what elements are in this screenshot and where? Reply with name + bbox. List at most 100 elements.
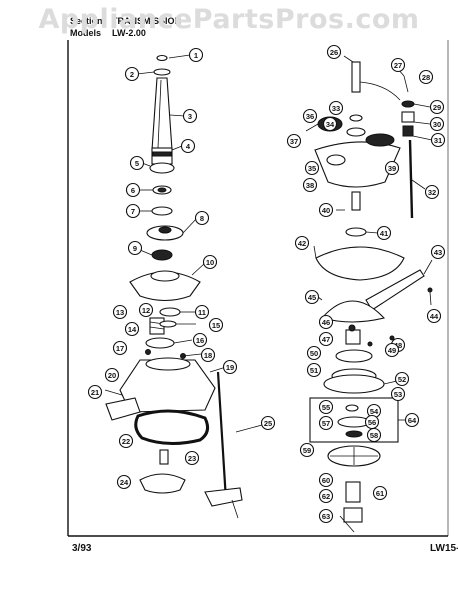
callout-circle — [430, 244, 446, 260]
callout-1: 1 — [188, 47, 204, 63]
callout-circle — [384, 342, 400, 358]
part-30-bearing — [401, 111, 415, 123]
callout-circle — [306, 345, 322, 361]
part-45-cone — [320, 300, 386, 323]
part-7-seal — [151, 206, 173, 216]
shaft-highlight — [157, 79, 162, 149]
callout-circle — [304, 289, 320, 305]
callout-4: 4 — [180, 138, 196, 154]
callout-36: 36 — [302, 108, 318, 124]
callout-31: 31 — [430, 132, 446, 148]
callout-circle — [124, 321, 140, 337]
gear-hub — [158, 226, 172, 234]
callout-number: 5 — [135, 159, 139, 168]
callout-number: 17 — [116, 344, 124, 353]
callout-19: 19 — [222, 359, 238, 375]
callout-9: 9 — [127, 240, 143, 256]
callout-number: 43 — [434, 248, 442, 257]
callout-27: 27 — [390, 57, 406, 73]
callout-57: 57 — [318, 415, 334, 431]
part-47-spring — [345, 329, 361, 345]
callout-circle — [366, 427, 382, 443]
callout-number: 24 — [120, 478, 129, 487]
part-62-coupling — [345, 481, 361, 503]
part-53-washer — [345, 404, 359, 412]
callout-17: 17 — [112, 340, 128, 356]
part-33-ring — [349, 114, 363, 122]
nut-hole — [157, 187, 167, 193]
callout-number: 25 — [264, 419, 272, 428]
callout-number: 41 — [380, 229, 388, 238]
part-26-pin — [351, 61, 361, 93]
callout-number: 50 — [310, 349, 318, 358]
callout-38: 38 — [302, 177, 318, 193]
callout-56: 56 — [364, 414, 380, 430]
callout-circle — [286, 133, 302, 149]
callout-21: 21 — [87, 384, 103, 400]
callout-number: 56 — [368, 418, 376, 427]
callout-number: 48 — [394, 341, 402, 350]
callout-number: 31 — [434, 136, 442, 145]
callout-circle — [318, 314, 334, 330]
model-value: LW-2.00 — [112, 28, 146, 38]
callout-number: 49 — [388, 346, 396, 355]
callout-28: 28 — [418, 69, 434, 85]
part-17-bolt — [145, 349, 151, 355]
callout-number: 11 — [198, 308, 206, 317]
callout-circle — [326, 44, 342, 60]
callout-circle — [294, 235, 310, 251]
callout-7: 7 — [125, 203, 141, 219]
callout-number: 39 — [388, 164, 396, 173]
callout-circle — [116, 474, 132, 490]
callout-number: 52 — [398, 375, 406, 384]
part-46-nut — [348, 324, 356, 332]
callout-number: 44 — [430, 312, 439, 321]
callout-circle — [112, 340, 128, 356]
callout-number: 16 — [196, 336, 204, 345]
part-52-base-plate — [323, 374, 385, 394]
callout-circle — [318, 415, 334, 431]
callout-35: 35 — [304, 160, 320, 176]
callout-number: 54 — [370, 407, 379, 416]
callout-circle — [318, 331, 334, 347]
callout-30: 30 — [429, 116, 445, 132]
callout-number: 29 — [433, 103, 441, 112]
part-19-rod — [216, 371, 228, 501]
callout-41: 41 — [376, 225, 392, 241]
callout-49: 49 — [384, 342, 400, 358]
callout-number: 30 — [433, 120, 441, 129]
callout-number: 19 — [226, 363, 234, 372]
callout-11: 11 — [194, 304, 210, 320]
callout-number: 34 — [326, 120, 335, 129]
callout-circle — [124, 66, 140, 82]
callout-number: 32 — [428, 188, 436, 197]
callout-26: 26 — [326, 44, 342, 60]
callout-18: 18 — [200, 347, 216, 363]
callout-circle — [302, 177, 318, 193]
shaft-band — [152, 151, 172, 157]
callout-number: 14 — [128, 325, 137, 334]
callout-number: 55 — [322, 403, 330, 412]
callout-number: 7 — [131, 207, 135, 216]
callout-40: 40 — [318, 202, 334, 218]
callout-circle — [222, 359, 238, 375]
callout-52: 52 — [394, 371, 410, 387]
callout-number: 27 — [394, 61, 402, 70]
callout-number: 60 — [322, 476, 330, 485]
callout-circle — [112, 304, 128, 320]
callout-14: 14 — [124, 321, 140, 337]
part-16-sleeve — [145, 337, 175, 349]
callout-8: 8 — [194, 210, 210, 226]
callout-circle — [302, 108, 318, 124]
callout-number: 47 — [322, 335, 330, 344]
callout-circle — [194, 304, 210, 320]
callout-33: 33 — [328, 100, 344, 116]
callout-number: 61 — [376, 489, 384, 498]
part-1-cap — [156, 54, 168, 62]
part-11-washer — [159, 307, 181, 317]
callout-46: 46 — [318, 314, 334, 330]
callout-circle — [127, 240, 143, 256]
callout-circle — [202, 254, 218, 270]
right-assembly — [309, 61, 433, 523]
